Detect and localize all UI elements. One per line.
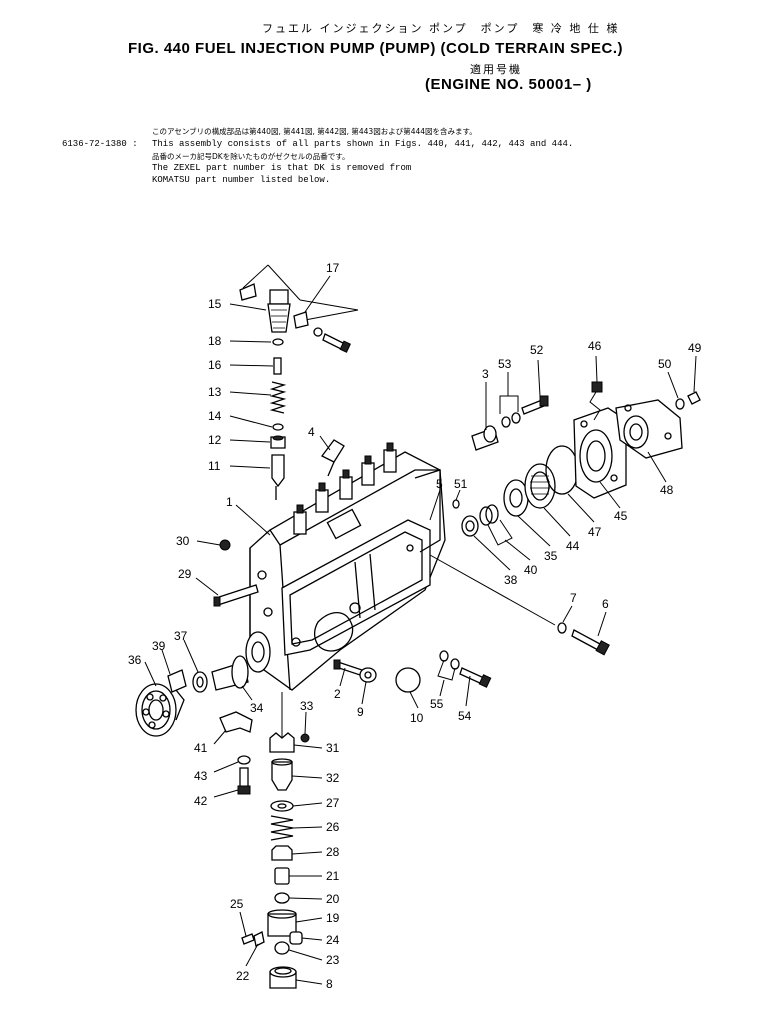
callout-38: 38 bbox=[504, 573, 518, 587]
callout-34: 34 bbox=[250, 701, 264, 715]
jp-applicable-label: 適用号機 bbox=[470, 63, 522, 76]
callout-52: 52 bbox=[530, 343, 544, 357]
callout-27: 27 bbox=[326, 796, 340, 810]
callout-36: 36 bbox=[128, 653, 142, 667]
callout-43: 43 bbox=[194, 769, 208, 783]
callout-labels: 17 15 18 16 13 14 12 11 4 1 30 29 36 39 … bbox=[128, 261, 702, 991]
callout-16: 16 bbox=[208, 358, 222, 372]
note-line2: The ZEXEL part number is that DK is remo… bbox=[152, 163, 412, 173]
engine-number: (ENGINE NO. 50001– ) bbox=[425, 76, 592, 93]
callout-14: 14 bbox=[208, 409, 222, 423]
front-lower-parts bbox=[333, 650, 492, 693]
callout-22: 22 bbox=[236, 969, 250, 983]
callout-18: 18 bbox=[208, 334, 222, 348]
callout-48: 48 bbox=[660, 483, 674, 497]
callout-26: 26 bbox=[326, 820, 340, 834]
pump-housing bbox=[249, 442, 446, 691]
callout-49: 49 bbox=[688, 341, 702, 355]
jp-title: フュエル インジェクション ポンプ ポンプ 寒 冷 地 仕 様 bbox=[262, 22, 620, 35]
callout-54: 54 bbox=[458, 709, 472, 723]
callout-24: 24 bbox=[326, 933, 340, 947]
callout-6: 6 bbox=[602, 597, 609, 611]
callout-35: 35 bbox=[544, 549, 558, 563]
callout-31: 31 bbox=[326, 741, 340, 755]
callout-50: 50 bbox=[658, 357, 672, 371]
callout-30: 30 bbox=[176, 534, 190, 548]
callout-2: 2 bbox=[334, 687, 341, 701]
callout-12: 12 bbox=[208, 433, 222, 447]
callout-46: 46 bbox=[588, 339, 602, 353]
callout-45: 45 bbox=[614, 509, 628, 523]
callout-21: 21 bbox=[326, 869, 340, 883]
tappet-stack bbox=[241, 692, 310, 989]
callout-8: 8 bbox=[326, 977, 333, 991]
callout-19: 19 bbox=[326, 911, 340, 925]
callout-1: 1 bbox=[226, 495, 233, 509]
note-jp-line2: 品番のメーカ記号DKを除いたものがゼクセルの品番です。 bbox=[152, 152, 350, 161]
callout-23: 23 bbox=[326, 953, 340, 967]
callout-leaders bbox=[144, 275, 697, 985]
callout-32: 32 bbox=[326, 771, 340, 785]
callout-55: 55 bbox=[430, 697, 444, 711]
note-line1: This assembly consists of all parts show… bbox=[152, 139, 574, 149]
delivery-valve-stack bbox=[239, 264, 359, 500]
callout-3: 3 bbox=[482, 367, 489, 381]
callout-25: 25 bbox=[230, 897, 244, 911]
callout-47: 47 bbox=[588, 525, 602, 539]
callout-28: 28 bbox=[326, 845, 340, 859]
callout-11: 11 bbox=[208, 459, 221, 473]
note-line3: KOMATSU part number listed below. bbox=[152, 175, 331, 185]
callout-13: 13 bbox=[208, 385, 222, 399]
callout-53: 53 bbox=[498, 357, 512, 371]
callout-7: 7 bbox=[570, 591, 577, 605]
callout-17: 17 bbox=[326, 261, 340, 275]
figure-title: FIG. 440 FUEL INJECTION PUMP (PUMP) (COL… bbox=[128, 40, 623, 57]
callout-29: 29 bbox=[178, 567, 192, 581]
callout-4: 4 bbox=[308, 425, 315, 439]
callout-5: 5 bbox=[436, 477, 443, 491]
note-jp-line1: このアセンブリの構成部品は第440図, 第441図, 第442図, 第443図お… bbox=[152, 127, 477, 136]
callout-44: 44 bbox=[566, 539, 580, 553]
callout-9: 9 bbox=[357, 705, 364, 719]
callout-51: 51 bbox=[454, 477, 468, 491]
callout-39: 39 bbox=[152, 639, 166, 653]
callout-15: 15 bbox=[208, 297, 222, 311]
callout-40: 40 bbox=[524, 563, 538, 577]
callout-42: 42 bbox=[194, 794, 208, 808]
callout-10: 10 bbox=[410, 711, 424, 725]
assembly-part-number: 6136-72-1380 : bbox=[62, 139, 138, 149]
callout-37: 37 bbox=[174, 629, 188, 643]
governor-side-parts bbox=[429, 381, 701, 656]
callout-20: 20 bbox=[326, 892, 340, 906]
drive-side-parts bbox=[135, 539, 271, 795]
callout-33: 33 bbox=[300, 699, 314, 713]
callout-41: 41 bbox=[194, 741, 208, 755]
